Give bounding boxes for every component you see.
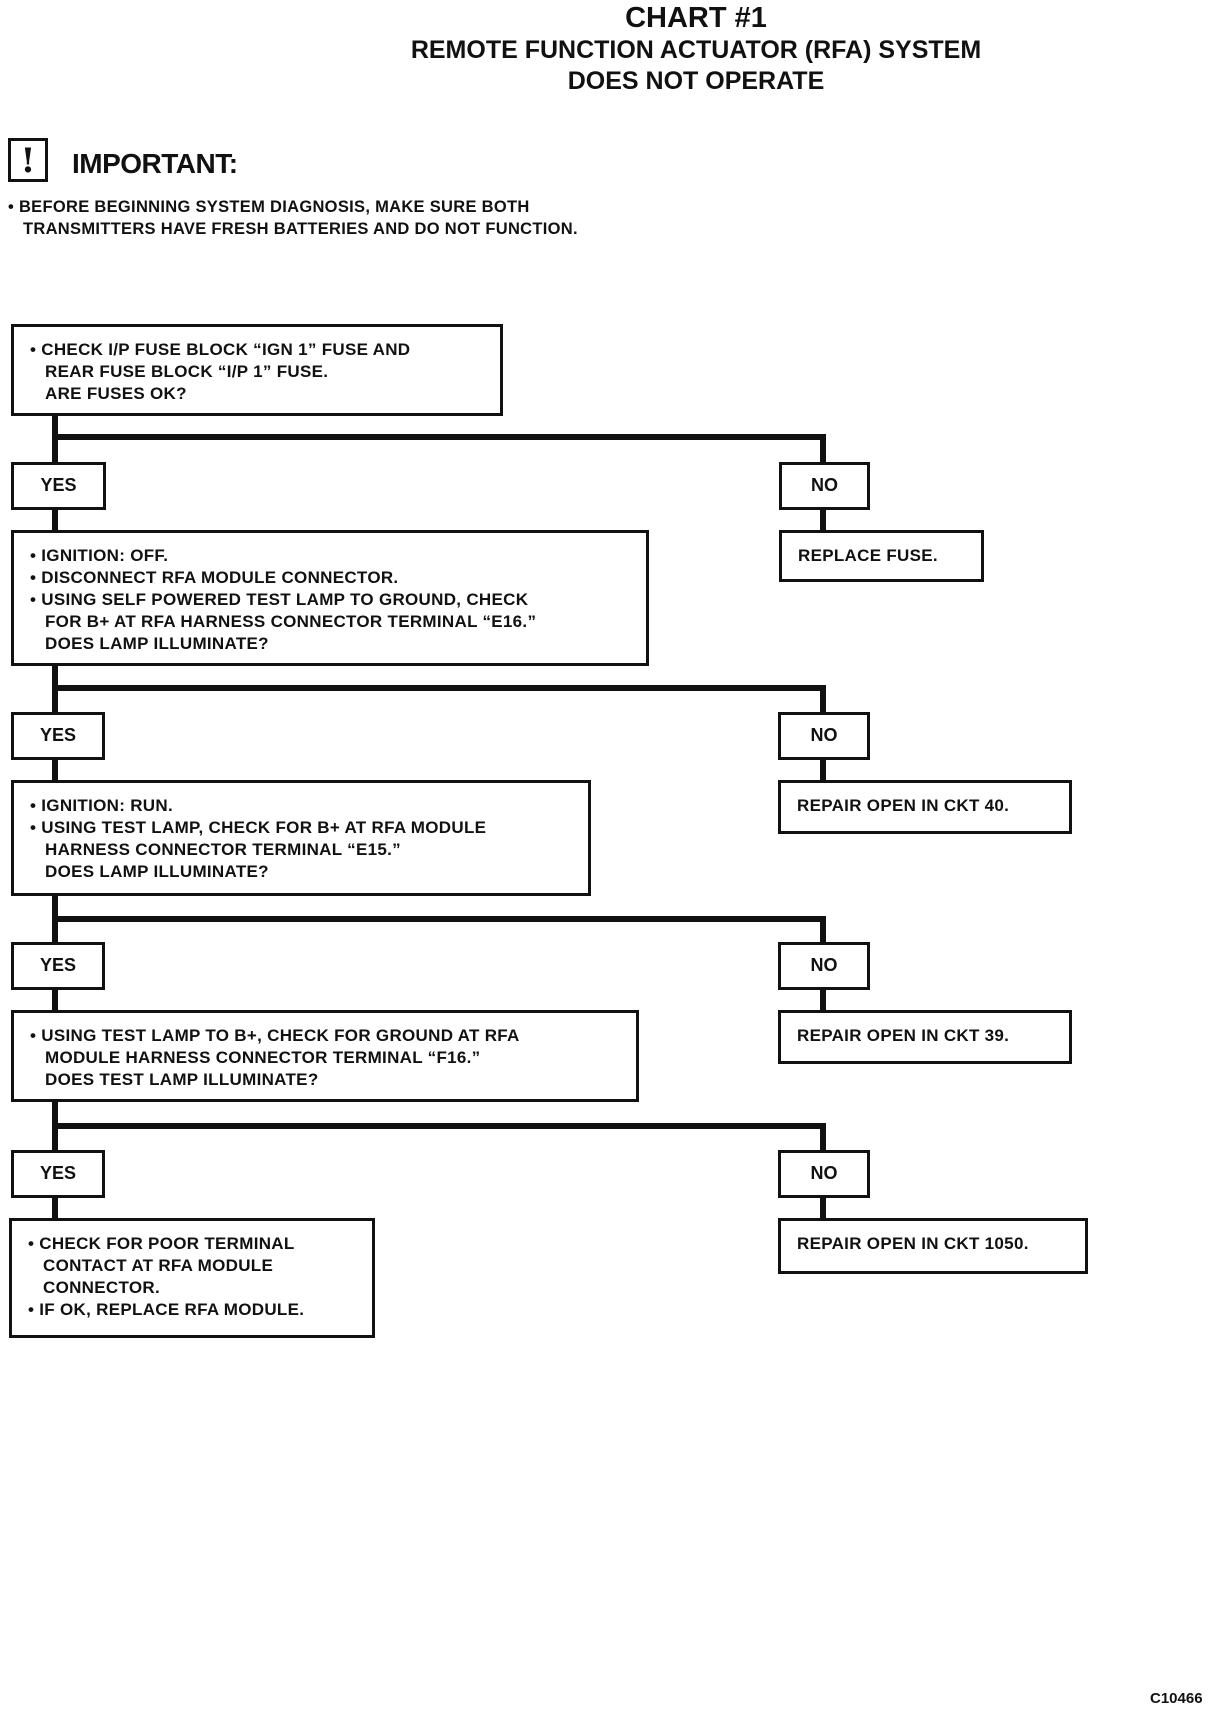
important-note-line2: TRANSMITTERS HAVE FRESH BATTERIES AND DO… (23, 220, 578, 238)
step-4-line-2: MODULE HARNESS CONNECTOR TERMINAL “F16.” (45, 1048, 481, 1067)
step-3-yes-label: YES (11, 942, 105, 990)
exclamation-icon: ! (8, 138, 48, 182)
step-1-yes-label: YES (11, 462, 106, 510)
step-2-line-1: • IGNITION: OFF. (30, 546, 169, 565)
step-4-question-box: • USING TEST LAMP TO B+, CHECK FOR GROUN… (11, 1010, 639, 1102)
chart-subtitle-line2: DOES NOT OPERATE (567, 67, 825, 95)
final-line-3: CONNECTOR. (43, 1278, 160, 1297)
step-4-line-1: • USING TEST LAMP TO B+, CHECK FOR GROUN… (30, 1026, 520, 1045)
step-1-line-1: • CHECK I/P FUSE BLOCK “IGN 1” FUSE AND (30, 340, 411, 359)
chart-subtitle-line1: REMOTE FUNCTION ACTUATOR (RFA) SYSTEM (410, 36, 982, 64)
step-2-line-3: • USING SELF POWERED TEST LAMP TO GROUND… (30, 590, 529, 609)
step-4-no-label: NO (778, 1150, 870, 1198)
step-4-no-result: REPAIR OPEN IN CKT 1050. (778, 1218, 1088, 1274)
figure-code: C10466 (1150, 1690, 1203, 1707)
step-3-no-result: REPAIR OPEN IN CKT 39. (778, 1010, 1072, 1064)
step-3-line-1: • IGNITION: RUN. (30, 796, 173, 815)
step-3-line-3: HARNESS CONNECTOR TERMINAL “E15.” (45, 840, 401, 859)
final-line-1: • CHECK FOR POOR TERMINAL (28, 1234, 295, 1253)
step-1-no-result: REPLACE FUSE. (779, 530, 984, 582)
step-2-line-4: FOR B+ AT RFA HARNESS CONNECTOR TERMINAL… (45, 612, 537, 631)
final-action-box: • CHECK FOR POOR TERMINAL CONTACT AT RFA… (9, 1218, 375, 1338)
step-4-yes-label: YES (11, 1150, 105, 1198)
step-1-question-box: • CHECK I/P FUSE BLOCK “IGN 1” FUSE AND … (11, 324, 503, 416)
step-1-line-3: ARE FUSES OK? (45, 384, 187, 403)
step-2-no-label: NO (778, 712, 870, 760)
step-3-no-label: NO (778, 942, 870, 990)
step-3-line-2: • USING TEST LAMP, CHECK FOR B+ AT RFA M… (30, 818, 487, 837)
final-line-4: • IF OK, REPLACE RFA MODULE. (28, 1300, 305, 1319)
step-2-no-result: REPAIR OPEN IN CKT 40. (778, 780, 1072, 834)
final-line-2: CONTACT AT RFA MODULE (43, 1256, 274, 1275)
chart-title: CHART #1 (625, 2, 767, 34)
step-2-yes-label: YES (11, 712, 105, 760)
step-2-line-2: • DISCONNECT RFA MODULE CONNECTOR. (30, 568, 399, 587)
step-2-line-5: DOES LAMP ILLUMINATE? (45, 634, 269, 653)
step-1-no-label: NO (779, 462, 870, 510)
important-note-line1: • BEFORE BEGINNING SYSTEM DIAGNOSIS, MAK… (8, 198, 530, 216)
important-label: IMPORTANT: (72, 148, 238, 179)
step-3-question-box: • IGNITION: RUN. • USING TEST LAMP, CHEC… (11, 780, 591, 896)
important-note: • BEFORE BEGINNING SYSTEM DIAGNOSIS, MAK… (8, 196, 908, 240)
step-4-line-3: DOES TEST LAMP ILLUMINATE? (45, 1070, 319, 1089)
step-2-question-box: • IGNITION: OFF. • DISCONNECT RFA MODULE… (11, 530, 649, 666)
step-1-line-2: REAR FUSE BLOCK “I/P 1” FUSE. (45, 362, 329, 381)
step-3-line-4: DOES LAMP ILLUMINATE? (45, 862, 269, 881)
